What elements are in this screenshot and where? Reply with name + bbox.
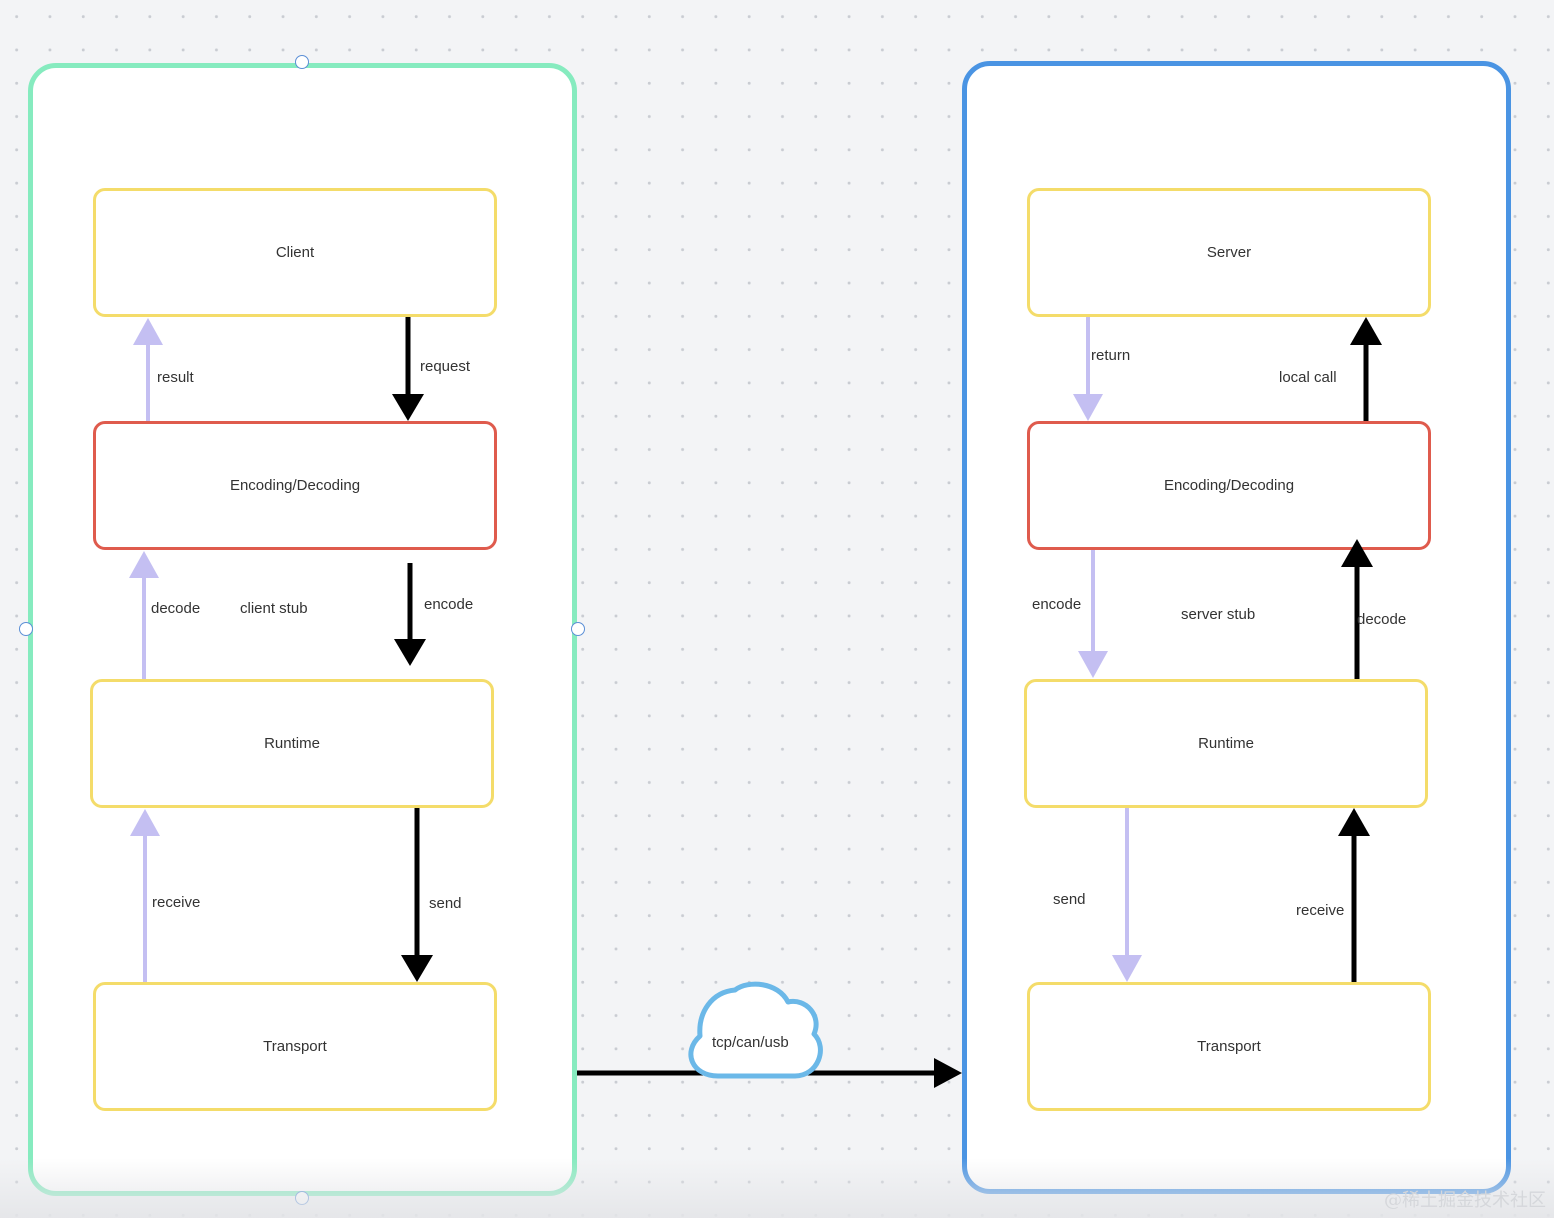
- server-encoding-box[interactable]: Encoding/Decoding: [1027, 421, 1431, 550]
- client-box[interactable]: Client: [93, 188, 497, 317]
- client-box-label: Client: [275, 244, 315, 261]
- server-return-label: return: [1091, 347, 1131, 364]
- resize-handle-right[interactable]: [571, 622, 585, 636]
- server-stub-label: server stub: [1181, 606, 1256, 623]
- resize-handle-left[interactable]: [19, 622, 33, 636]
- client-runtime-label: Runtime: [264, 735, 320, 752]
- server-box[interactable]: Server: [1027, 188, 1431, 317]
- server-box-label: Server: [1206, 244, 1252, 261]
- server-transport-box[interactable]: Transport: [1027, 982, 1431, 1111]
- client-encoding-label: Encoding/Decoding: [229, 477, 361, 494]
- client-stub-label: client stub: [240, 600, 308, 617]
- client-encoding-box[interactable]: Encoding/Decoding: [93, 421, 497, 550]
- link-label: tcp/can/usb: [712, 1034, 789, 1051]
- client-send-label: send: [429, 895, 462, 912]
- server-transport-label: Transport: [1197, 1038, 1261, 1055]
- server-encode-label: encode: [1032, 596, 1082, 613]
- client-transport-box[interactable]: Transport: [93, 982, 497, 1111]
- client-transport-label: Transport: [263, 1038, 327, 1055]
- network-link-arrow[interactable]: [577, 1058, 962, 1088]
- server-runtime-label: Runtime: [1198, 735, 1254, 752]
- server-decode-label: decode: [1357, 611, 1407, 628]
- client-decode-label: decode: [151, 600, 201, 617]
- client-runtime-box[interactable]: Runtime: [90, 679, 494, 808]
- server-receive-label: receive: [1296, 902, 1345, 919]
- cloud-icon[interactable]: [688, 981, 823, 1079]
- bottom-fade: [0, 1158, 1554, 1218]
- client-request-label: request: [420, 358, 471, 375]
- client-receive-label: receive: [152, 894, 201, 911]
- server-runtime-box[interactable]: Runtime: [1024, 679, 1428, 808]
- resize-handle-top[interactable]: [295, 55, 309, 69]
- server-encoding-label: Encoding/Decoding: [1163, 477, 1295, 494]
- server-send-label: send: [1053, 891, 1086, 908]
- client-encode-label: encode: [424, 596, 474, 613]
- client-result-label: result: [157, 369, 194, 386]
- watermark: @稀土掘金技术社区: [1384, 1190, 1546, 1211]
- server-local-call-label: local call: [1279, 369, 1337, 386]
